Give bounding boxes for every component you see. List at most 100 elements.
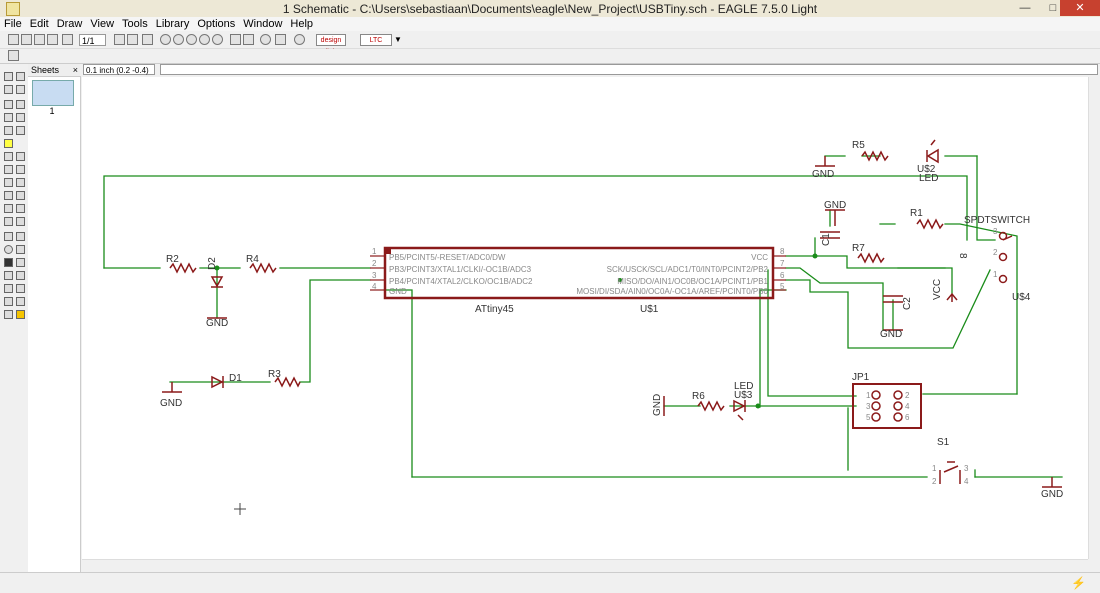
- label-icon[interactable]: [16, 284, 25, 293]
- zoom-last-icon[interactable]: [212, 34, 223, 45]
- arc-icon[interactable]: [16, 245, 25, 254]
- menu-options[interactable]: Options: [197, 18, 236, 30]
- command-input[interactable]: [160, 64, 1098, 75]
- zoom-out-icon[interactable]: [173, 34, 184, 45]
- display-icon[interactable]: [4, 85, 13, 94]
- zoom-in-icon[interactable]: [160, 34, 171, 45]
- menu-library[interactable]: Library: [155, 18, 190, 30]
- crosshair-cursor: [234, 503, 246, 515]
- vertical-scrollbar[interactable]: [1088, 77, 1100, 559]
- go-status-icon[interactable]: ⚡: [1071, 576, 1086, 590]
- run-ulp-icon[interactable]: [127, 34, 138, 45]
- label-s1: S1: [937, 437, 950, 448]
- rect-icon[interactable]: [4, 258, 13, 267]
- group-icon[interactable]: [4, 126, 13, 135]
- info-icon[interactable]: [4, 72, 13, 81]
- resistor-symbols: [169, 150, 944, 412]
- u1-pin-num-1: 1: [372, 247, 377, 256]
- close-icon[interactable]: ×: [72, 65, 78, 75]
- u1-pin-num-6: 6: [780, 271, 785, 280]
- mark-icon[interactable]: [16, 85, 25, 94]
- sheet-select[interactable]: 1/1: [79, 34, 106, 46]
- wire-icon[interactable]: [4, 232, 13, 241]
- junction-icon[interactable]: [4, 284, 13, 293]
- value-icon[interactable]: [4, 191, 13, 200]
- move-icon[interactable]: [4, 100, 13, 109]
- schematic-drawing[interactable]: PB5/PCINT5/-RESET/ADC0/DW PB3/PCINT3/XTA…: [82, 77, 1088, 559]
- board-icon[interactable]: [62, 34, 73, 45]
- go-icon[interactable]: [275, 34, 286, 45]
- cam-icon[interactable]: [47, 34, 58, 45]
- jp1-pin-5: 5: [866, 413, 871, 422]
- close-button[interactable]: ✕: [1060, 0, 1100, 16]
- copy-icon[interactable]: [16, 100, 25, 109]
- smash-icon[interactable]: [16, 191, 25, 200]
- erc-icon[interactable]: [4, 310, 13, 319]
- menu-edit[interactable]: Edit: [29, 18, 49, 30]
- u1-pin-left-4: GND: [389, 287, 407, 296]
- gateswap-icon[interactable]: [4, 178, 13, 187]
- mirror-icon[interactable]: [4, 113, 13, 122]
- u1-pin-right-7: SCK/USCK/SCL/ADC1/T0/INT0/PCINT2/PB2: [607, 265, 769, 274]
- split-icon[interactable]: [4, 204, 13, 213]
- menu-view[interactable]: View: [90, 18, 115, 30]
- script-icon[interactable]: [114, 34, 125, 45]
- redo-icon[interactable]: [243, 34, 254, 45]
- miter-icon[interactable]: [16, 204, 25, 213]
- invoke-icon[interactable]: [4, 217, 13, 226]
- net-icon[interactable]: [16, 271, 25, 280]
- stop-icon[interactable]: [260, 34, 271, 45]
- replace-icon[interactable]: [16, 165, 25, 174]
- maximize-button[interactable]: □: [1049, 2, 1057, 14]
- zoom-select-icon[interactable]: [199, 34, 210, 45]
- name-icon[interactable]: [16, 178, 25, 187]
- jp1-pin-1: 1: [866, 391, 871, 400]
- change-icon[interactable]: [16, 126, 25, 135]
- design-link-button[interactable]: design link: [316, 34, 346, 56]
- delete-icon[interactable]: [4, 152, 13, 161]
- zoom-fit-icon[interactable]: [142, 34, 153, 45]
- gnd-label-d2: GND: [206, 318, 228, 329]
- menu-draw[interactable]: Draw: [56, 18, 83, 30]
- ic-u1: PB5/PCINT5/-RESET/ADC0/DW PB3/PCINT3/XTA…: [370, 246, 786, 315]
- save-icon[interactable]: [21, 34, 32, 45]
- ltspice-button[interactable]: LTC SPICE: [360, 34, 392, 56]
- gnd-label-c1: GND: [824, 200, 846, 211]
- minimize-button[interactable]: —: [1019, 2, 1031, 14]
- circle-icon[interactable]: [4, 245, 13, 254]
- text-icon[interactable]: [16, 232, 25, 241]
- command-toolbar: [0, 64, 29, 572]
- print-icon[interactable]: [34, 34, 45, 45]
- zoom-redraw-icon[interactable]: [186, 34, 197, 45]
- rotate-icon[interactable]: [16, 113, 25, 122]
- help-icon[interactable]: [294, 34, 305, 45]
- sheet-thumbnail[interactable]: [32, 80, 74, 106]
- u1-pin-num-4: 4: [372, 282, 377, 291]
- warning-icon[interactable]: [16, 310, 25, 319]
- bus-icon[interactable]: [4, 271, 13, 280]
- open-icon[interactable]: [8, 34, 19, 45]
- optimize-icon[interactable]: [16, 217, 25, 226]
- schematic-canvas[interactable]: PB5/PCINT5/-RESET/ADC0/DW PB3/PCINT3/XTA…: [82, 77, 1088, 559]
- gnd-label-c2: GND: [880, 329, 902, 340]
- polygon-icon[interactable]: [16, 258, 25, 267]
- add-icon[interactable]: [16, 152, 25, 161]
- horizontal-scrollbar[interactable]: [82, 559, 1088, 572]
- u1-pin-left-1: PB5/PCINT5/-RESET/ADC0/DW: [389, 253, 506, 262]
- menu-window[interactable]: Window: [243, 18, 283, 30]
- u1-pin-right-6: MISO/DO/AIN1/OC0B/OC1A/PCINT1/PB1: [617, 277, 768, 286]
- paste-icon[interactable]: [4, 139, 13, 148]
- attribute-icon[interactable]: [4, 297, 13, 306]
- menu-help[interactable]: Help: [290, 18, 314, 30]
- label-d2: D2: [207, 257, 218, 270]
- grid-icon[interactable]: [8, 50, 19, 61]
- label-r1: R1: [910, 208, 923, 219]
- label-d1: D1: [229, 373, 242, 384]
- undo-icon[interactable]: [230, 34, 241, 45]
- pinswap-icon[interactable]: [4, 165, 13, 174]
- show-icon[interactable]: [16, 72, 25, 81]
- dimension-icon[interactable]: [16, 297, 25, 306]
- menu-file[interactable]: File: [4, 18, 22, 30]
- chevron-down-icon[interactable]: ▼: [394, 35, 402, 44]
- menu-tools[interactable]: Tools: [122, 18, 148, 30]
